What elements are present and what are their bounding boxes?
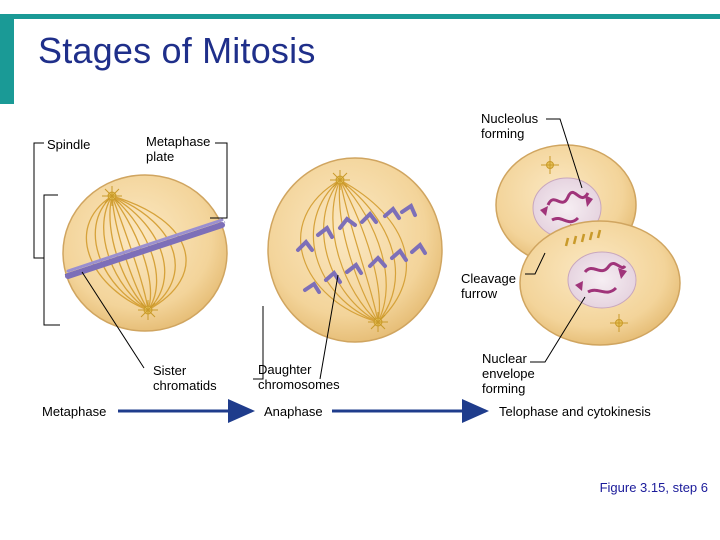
label-nucleolus-line1: Nucleolus (481, 111, 539, 126)
anaphase-spindle-fibers (300, 179, 407, 323)
centrosome-top (102, 186, 122, 206)
leader-lines (33, 118, 586, 380)
telophase-lower-centrosome (610, 314, 628, 332)
label-cleavage-line1: Cleavage (461, 271, 516, 286)
slide-frame-top (14, 14, 720, 19)
telophase-cell-lower (519, 220, 681, 346)
anaphase-cell (267, 157, 443, 343)
stage-telophase: Telophase and cytokinesis (499, 404, 651, 419)
label-nuclear-line2: envelope (482, 366, 535, 381)
label-cleavage-line2: furrow (461, 286, 498, 301)
label-daughter-line1: Daughter (258, 362, 312, 377)
label-daughter-line2: chromosomes (258, 377, 340, 392)
label-sister-line2: chromatids (153, 378, 217, 393)
label-sister-line1: Sister (153, 363, 187, 378)
figure-reference: Figure 3.15, step 6 (599, 480, 708, 495)
label-metaphase-plate-line2: plate (146, 149, 175, 164)
label-daughter-chromosomes: Daughter chromosomes (258, 362, 340, 392)
cleavage-furrow-fibers (564, 229, 602, 247)
label-nuclear-line3: forming (482, 381, 526, 396)
label-cleavage-furrow: Cleavage furrow (461, 271, 516, 301)
label-spindle: Spindle (47, 137, 91, 152)
metaphase-cell (62, 174, 228, 332)
centrosome-bottom (138, 300, 158, 320)
stage-anaphase: Anaphase (264, 404, 323, 419)
label-nucleolus-forming: Nucleolus forming (481, 111, 538, 141)
slide-frame-left (0, 14, 14, 104)
label-nucleolus-line2: forming (481, 126, 525, 141)
label-sister-chromatids: Sister chromatids (153, 363, 217, 393)
label-metaphase-plate: Metaphase plate (146, 134, 210, 164)
label-metaphase-plate-line1: Metaphase (146, 134, 211, 149)
anaphase-centrosome-bottom (368, 312, 388, 332)
stage-metaphase: Metaphase (42, 404, 107, 419)
label-nuclear-envelope-forming: Nuclear envelope forming (482, 351, 535, 396)
slide-title: Stages of Mitosis (38, 30, 316, 71)
anaphase-daughter-chromosomes (296, 203, 427, 294)
metaphase-plate-chromosomes (64, 218, 226, 279)
anaphase-centrosome-top (330, 170, 350, 190)
telophase-upper-centrosome (541, 156, 559, 174)
label-nuclear-line1: Nuclear (482, 351, 527, 366)
